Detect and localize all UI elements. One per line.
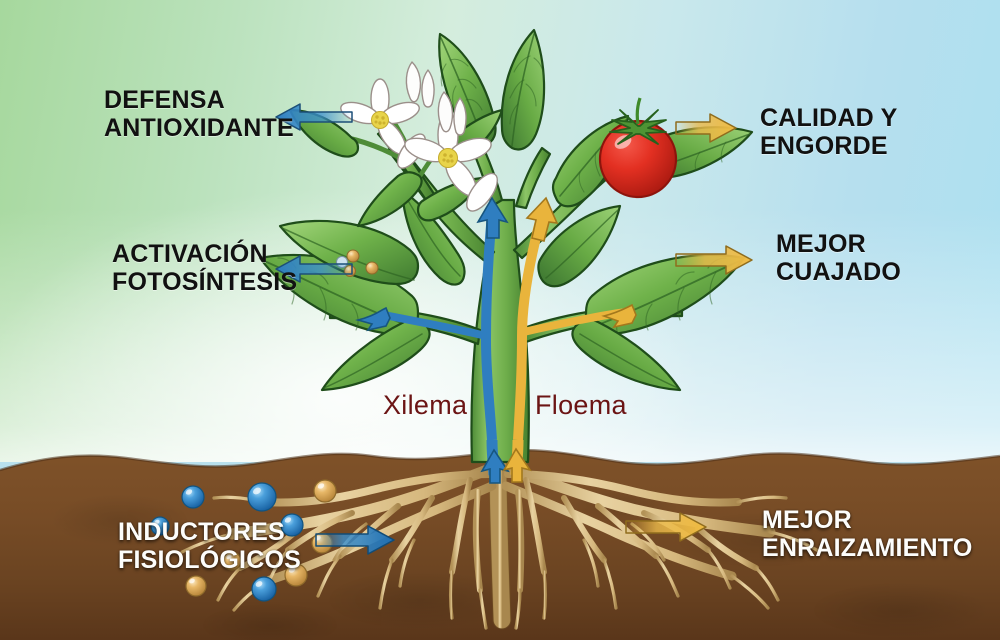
- callout-arrow-mejor-cuajado: [675, 245, 753, 275]
- phloem-arrowheads: [502, 196, 637, 483]
- callout-arrow-calidad-y-engorde: [675, 113, 737, 143]
- callout-defensa-antioxidante: DEFENSA ANTIOXIDANTE: [104, 86, 294, 142]
- callout-line: ANTIOXIDANTE: [104, 114, 294, 142]
- callout-arrow-activacion-fotosintesis: [275, 255, 353, 283]
- callout-line: CUAJADO: [776, 258, 902, 286]
- leaf: [356, 171, 423, 228]
- callout-mejor-cuajado: MEJOR CUAJADO: [776, 230, 901, 286]
- callout-inductores-fisiologicos: INDUCTORES FISIOLÓGICOS: [118, 518, 301, 574]
- callout-line: CALIDAD Y: [760, 104, 898, 132]
- leaf: [500, 28, 546, 151]
- callout-mejor-enraizamiento: MEJOR ENRAIZAMIENTO: [762, 506, 972, 562]
- vessel-label-floema: Floema: [535, 390, 627, 420]
- callout-line: MEJOR: [762, 506, 852, 534]
- callout-calidad-y-engorde: CALIDAD Y ENGORDE: [760, 104, 897, 160]
- callout-line: ACTIVACIÓN: [112, 240, 268, 268]
- fruit-calyx: [609, 97, 667, 145]
- callout-arrow-inductores-fisiologicos: [315, 525, 395, 555]
- particle-group: [150, 479, 337, 602]
- callout-line: ENRAIZAMIENTO: [762, 534, 973, 562]
- vessel-label-xilema: Xilema: [383, 390, 468, 420]
- xylem-arrowheads: [354, 196, 510, 484]
- plant-branch-top-right: [514, 146, 552, 210]
- callout-line: DEFENSA: [104, 86, 225, 114]
- callout-arrow-defensa-antioxidante: [275, 103, 353, 131]
- callout-line: ENGORDE: [760, 132, 888, 160]
- fruit-tomato: [598, 97, 678, 199]
- flower-bud: [437, 91, 467, 136]
- flower-bud: [405, 61, 435, 108]
- callout-line: MEJOR: [776, 230, 866, 258]
- callout-activacion-fotosintesis: ACTIVACIÓN FOTOSÍNTESIS: [112, 240, 297, 296]
- leaf: [537, 204, 622, 288]
- callout-line: INDUCTORES: [118, 518, 285, 546]
- callout-line: FISIOLÓGICOS: [118, 546, 301, 574]
- callout-line: FOTOSÍNTESIS: [112, 268, 298, 296]
- callout-arrow-mejor-enraizamiento: [625, 512, 707, 542]
